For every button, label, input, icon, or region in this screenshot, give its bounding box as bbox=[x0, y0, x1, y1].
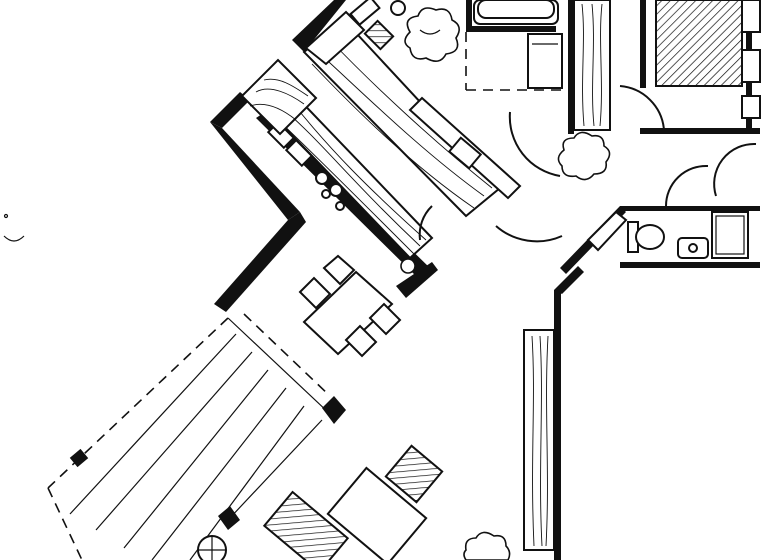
balcony bbox=[47, 313, 331, 560]
doors bbox=[418, 85, 757, 243]
upper-counter bbox=[302, 0, 522, 218]
wood-panels bbox=[523, 0, 611, 551]
bedroom bbox=[655, 0, 761, 119]
wood-block-left bbox=[240, 58, 318, 136]
stove-icon bbox=[315, 171, 345, 211]
plant-icon bbox=[400, 258, 416, 274]
plant-icon bbox=[404, 7, 460, 62]
dining-table bbox=[298, 254, 402, 358]
sink-icon bbox=[677, 237, 709, 259]
bathroom-top bbox=[465, 0, 566, 91]
plant-icon bbox=[463, 531, 511, 560]
plant-icon bbox=[557, 131, 611, 181]
toilet-icon bbox=[627, 221, 665, 253]
margin-marks bbox=[3, 213, 25, 242]
living-room bbox=[197, 444, 444, 560]
chair-icon bbox=[298, 254, 402, 358]
wc bbox=[586, 210, 749, 259]
